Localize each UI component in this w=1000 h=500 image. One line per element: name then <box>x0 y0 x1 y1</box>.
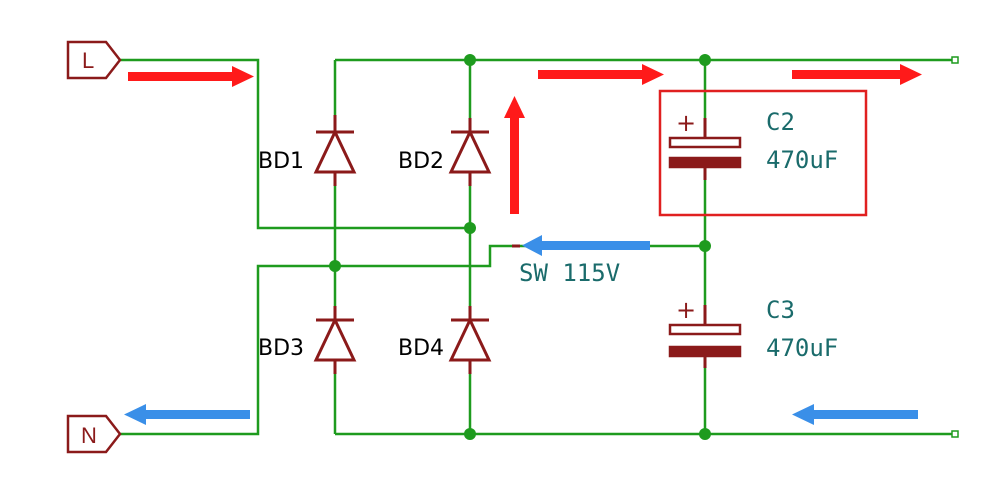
c2-highlight-box <box>658 89 868 217</box>
terminal-bottom <box>951 430 959 438</box>
port-n: N <box>66 414 122 454</box>
arrow-blue-switch <box>522 235 650 256</box>
capacitor-c2: + <box>668 109 742 180</box>
c3-value-label: 470uF <box>766 334 838 362</box>
arrow-red-top-rail <box>538 64 664 85</box>
junction-dot <box>464 222 476 234</box>
arrow-red-output <box>792 64 922 85</box>
junction-dot <box>329 260 341 272</box>
arrow-blue-n-output <box>124 404 250 425</box>
port-l-label: L <box>82 48 94 73</box>
junction-dot <box>699 240 711 252</box>
junction-dot <box>699 428 711 440</box>
arrow-red-upward <box>504 96 525 214</box>
c2-value-label: 470uF <box>766 146 838 174</box>
bd4-label: BD4 <box>398 336 444 361</box>
switch-label: SW 115V <box>519 259 620 287</box>
junction-dot <box>464 54 476 66</box>
bd3-label: BD3 <box>258 336 304 361</box>
junctions <box>329 54 711 440</box>
c2-ref-label: C2 <box>766 108 795 136</box>
arrow-blue-return <box>792 404 918 425</box>
junction-dot <box>464 428 476 440</box>
bd1-label: BD1 <box>258 149 304 174</box>
c2-plus-sign: + <box>676 109 696 137</box>
capacitor-c3: + <box>668 296 742 368</box>
c3-ref-label: C3 <box>766 296 795 324</box>
wire-l-input <box>118 58 470 230</box>
port-l: L <box>66 40 122 80</box>
output-terminals <box>951 56 959 438</box>
bd2-label: BD2 <box>398 149 444 174</box>
junction-dot <box>699 54 711 66</box>
terminal-top <box>951 56 959 64</box>
port-n-label: N <box>81 423 97 448</box>
arrow-red-l-input <box>128 66 254 87</box>
c3-plus-sign: + <box>676 296 696 324</box>
diode-stub-lines <box>333 118 472 320</box>
